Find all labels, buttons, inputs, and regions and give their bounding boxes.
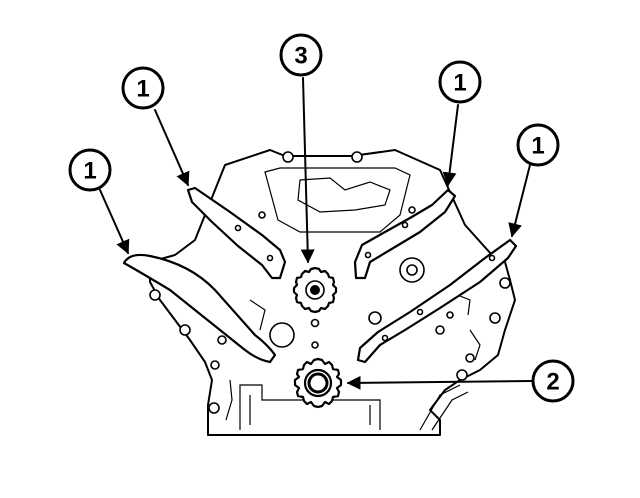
left-upper-guide xyxy=(186,186,287,280)
left-lower-guide xyxy=(122,253,277,364)
callout-1c: 1 xyxy=(438,60,482,104)
leader-lines xyxy=(99,77,533,390)
crankshaft-sprocket xyxy=(293,357,343,409)
callout-2-label: 2 xyxy=(546,369,559,396)
callout-1a: 1 xyxy=(68,148,112,192)
callout-1d-label: 1 xyxy=(531,133,544,160)
callout-3: 3 xyxy=(279,33,323,77)
callout-1d: 1 xyxy=(516,123,560,167)
leader-2 xyxy=(346,375,533,390)
callout-2: 2 xyxy=(531,359,575,403)
leader-3 xyxy=(300,77,315,264)
callout-1c-label: 1 xyxy=(453,70,466,97)
leader-1b xyxy=(154,109,190,187)
bolt-holes xyxy=(149,151,511,414)
callout-1a-label: 1 xyxy=(83,158,96,185)
leader-1c xyxy=(442,104,459,187)
callout-1b: 1 xyxy=(121,66,165,110)
idler-sprocket xyxy=(292,266,338,314)
leader-1d xyxy=(508,164,531,238)
right-upper-guide xyxy=(353,188,457,280)
callout-1b-label: 1 xyxy=(136,76,149,103)
right-lower-guide xyxy=(356,238,518,364)
leader-1a xyxy=(99,189,130,255)
chain-guides xyxy=(122,186,518,364)
callout-3-label: 3 xyxy=(294,43,307,70)
